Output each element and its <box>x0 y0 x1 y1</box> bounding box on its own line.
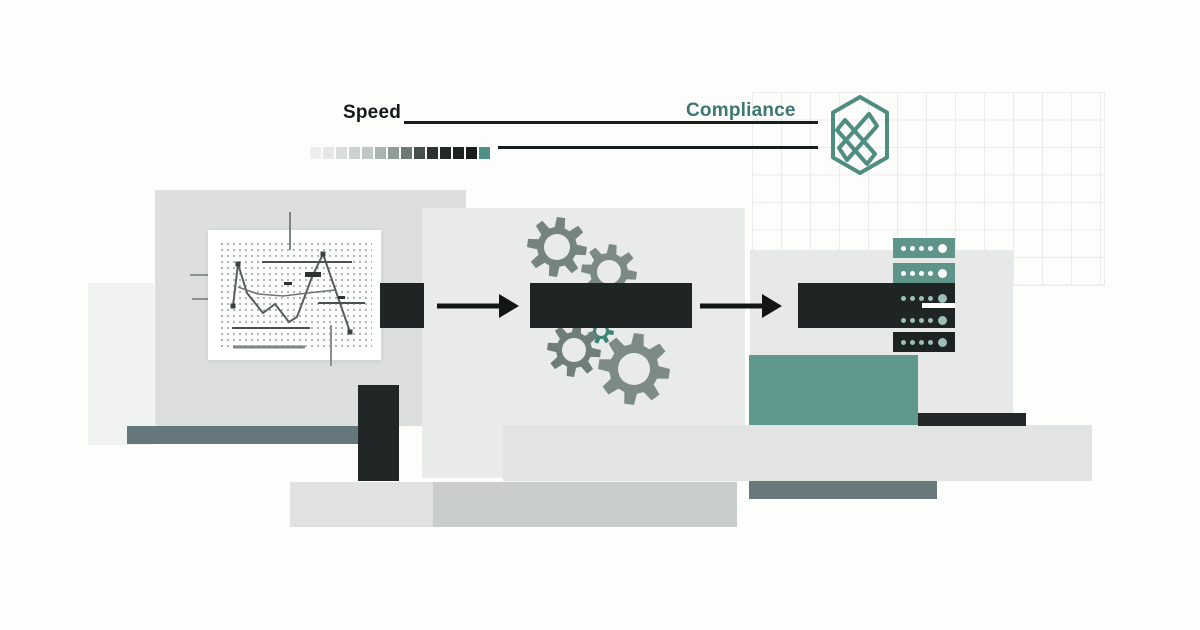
swatch <box>440 147 451 159</box>
swatch <box>349 147 360 159</box>
band-bottom-center <box>433 482 737 527</box>
swatch <box>336 147 347 159</box>
indicator-dot <box>910 245 915 251</box>
indicator-dot <box>919 339 924 345</box>
swatch <box>453 147 464 159</box>
indicator-dot <box>928 245 933 251</box>
swatch <box>414 147 425 159</box>
slate-bar-right <box>749 481 937 499</box>
indicator-dot <box>910 295 915 301</box>
thin-dark-bar <box>918 413 1026 426</box>
compliance-label: Compliance <box>686 100 796 121</box>
indicator-dot <box>901 295 906 301</box>
swatch <box>310 147 321 159</box>
indicator-dot <box>919 245 924 251</box>
server-rack-row <box>893 332 955 352</box>
flow-stage-2-bar <box>530 283 692 328</box>
indicator-dot <box>928 317 933 323</box>
server-rack-row <box>893 263 955 283</box>
indicator-dot <box>928 270 933 276</box>
indicator-dot <box>919 270 924 276</box>
indicator-dot <box>901 317 906 323</box>
teal-block <box>749 355 918 425</box>
swatch <box>362 147 373 159</box>
slate-bar-left <box>127 426 360 444</box>
swatch <box>466 147 477 159</box>
arrow-right-icon <box>437 294 519 318</box>
indicator-dot <box>910 317 915 323</box>
arrow-right-icon <box>700 294 782 318</box>
hexagon-knot-logo-icon <box>831 95 889 175</box>
chart-crosshair-top <box>289 212 291 250</box>
chart-left-tick <box>190 274 214 276</box>
server-rack-row <box>893 310 955 330</box>
indicator-dot-large <box>938 293 947 303</box>
swatch <box>479 147 490 159</box>
swatch <box>388 147 399 159</box>
indicator-dot <box>901 270 906 276</box>
indicator-dot <box>919 317 924 323</box>
swatch <box>401 147 412 159</box>
speed-label: Speed <box>343 102 402 123</box>
server-rack-row <box>893 238 955 258</box>
indicator-dot <box>901 245 906 251</box>
indicator-dot <box>901 339 906 345</box>
indicator-dot <box>910 270 915 276</box>
indicator-dot <box>910 339 915 345</box>
indicator-dot <box>919 295 924 301</box>
swatch <box>323 147 334 159</box>
flow-stage-1-bar <box>380 283 424 328</box>
gear-icon <box>547 323 601 377</box>
gear-icon <box>598 333 670 405</box>
server-rack-slit <box>922 303 955 308</box>
panel-far-left <box>88 283 154 445</box>
dark-vertical-block <box>358 385 399 481</box>
band-wide <box>503 425 1092 481</box>
gear-icon <box>527 217 587 277</box>
indicator-dot-large <box>938 268 947 278</box>
swatch <box>375 147 386 159</box>
chart-card <box>208 230 381 360</box>
indicator-dot-large <box>938 315 947 325</box>
line-chart <box>230 251 365 349</box>
indicator-dot <box>928 295 933 301</box>
color-swatch-ramp <box>310 147 490 159</box>
indicator-dot <box>928 339 933 345</box>
compliance-rule-line <box>498 146 818 149</box>
chart-left-tick <box>192 298 216 300</box>
chart-crosshair-bottom <box>330 325 332 366</box>
swatch <box>427 147 438 159</box>
indicator-dot-large <box>938 337 947 347</box>
band-bottom-left <box>290 482 433 527</box>
chart-dot-grid <box>219 241 372 350</box>
indicator-dot-large <box>938 243 947 253</box>
server-rack-row <box>893 288 955 308</box>
speed-rule-line <box>404 121 818 124</box>
